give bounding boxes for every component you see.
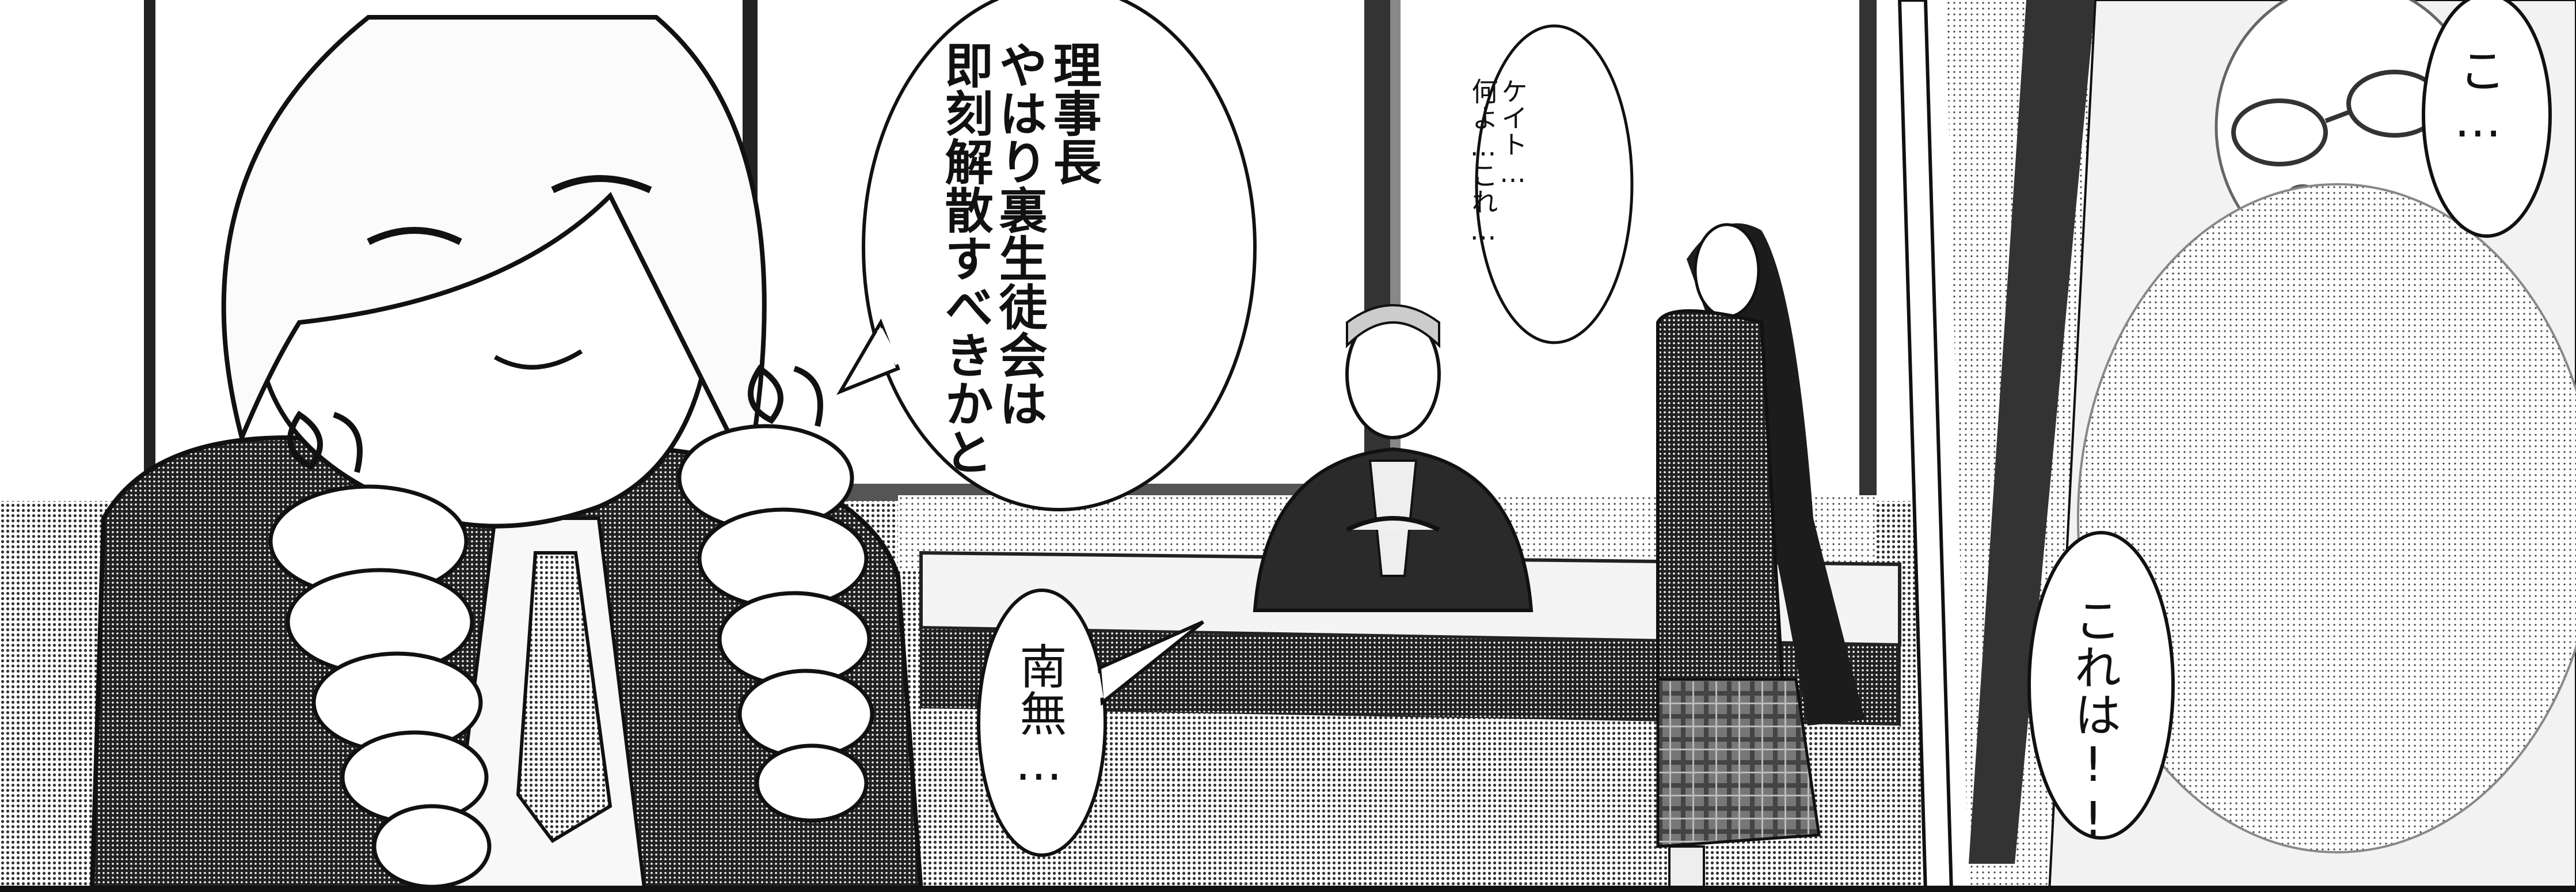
dark-haired-girl-figure: [1656, 223, 1865, 892]
namu-dialogue-text: 南無…: [1011, 642, 1066, 791]
plaid-skirt: [1656, 678, 1821, 848]
bubble-kore-wa: [2027, 531, 2175, 840]
legs: [1668, 845, 1705, 892]
kate-dialogue-text: ケイト… 何よ…これ…: [1467, 78, 1529, 246]
ribbon-left: [287, 411, 363, 473]
chairman-hair: [1346, 304, 1440, 348]
clasped-hands: [1346, 516, 1440, 532]
kore-wa-dialogue-text: これは!!: [2065, 596, 2121, 847]
smile: [494, 349, 583, 370]
drill-curl-right: [677, 424, 874, 823]
bubble-ko: [2422, 0, 2552, 238]
ko-dialogue-text: こ…: [2450, 46, 2505, 148]
closeup-panel: [1946, 0, 2576, 892]
chairman-dialogue-text: 理事長 やはり裏生徒会は 即刻解散すべきかと: [937, 40, 1102, 476]
chairman-figure: [1253, 304, 1534, 612]
school-blazer: [1656, 309, 1787, 722]
bubble-chairman: [836, 0, 1257, 511]
drill-curl-left: [268, 484, 492, 889]
page-bottom-border: [0, 886, 2576, 892]
left-eye: [367, 227, 462, 245]
blonde-girl-figure: [89, 15, 924, 892]
bubble-kate: [1475, 24, 1634, 344]
right-eye: [551, 175, 652, 193]
girl-face: [1694, 223, 1760, 318]
bubble-namu: [977, 589, 1204, 857]
panel-gutter: [1897, 0, 1954, 892]
ribbon-right: [748, 365, 823, 427]
blurred-figure: [2077, 183, 2576, 853]
necktie: [516, 551, 612, 843]
frame-edge: [1969, 0, 2095, 864]
office-panel: [0, 0, 1923, 892]
